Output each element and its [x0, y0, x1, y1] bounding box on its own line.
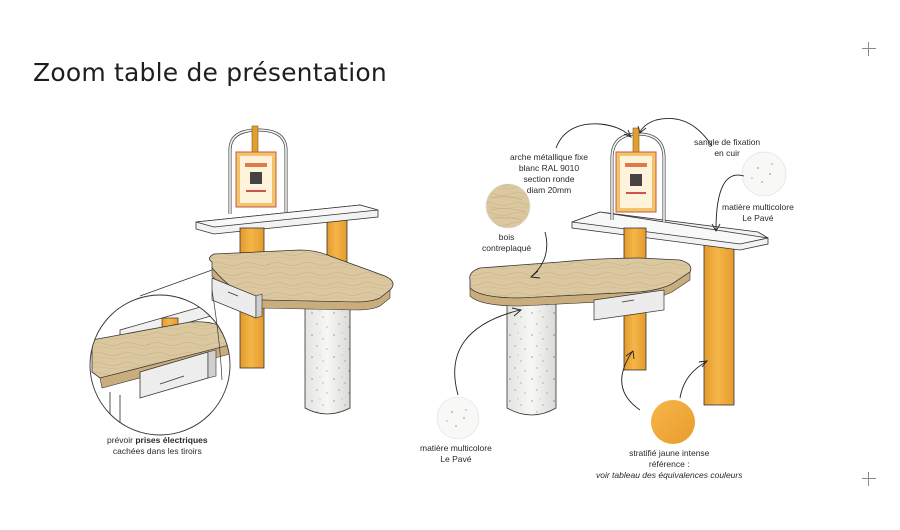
label-prises-bold: prises électriques	[135, 435, 208, 445]
swatch-terrazzo-left	[436, 396, 480, 440]
page-title: Zoom table de présentation	[33, 58, 387, 87]
corner-plus-icon-bottom	[862, 472, 876, 486]
label-matiere-left: matière multicolore Le Pavé	[420, 443, 492, 464]
right-table	[469, 127, 769, 416]
swatch-plywood	[485, 183, 531, 229]
left-table	[195, 125, 394, 415]
label-stratifie: stratifié jaune intense référence : voir…	[596, 448, 743, 480]
zoom-detail	[89, 269, 231, 436]
label-matiere-right: matière multicolore Le Pavé	[722, 202, 794, 223]
label-prises: prévoir prises électriques cachées dans …	[107, 435, 208, 456]
annotation-arrows	[454, 118, 745, 411]
corner-plus-icon-top	[862, 42, 876, 56]
label-bois: bois contreplaqué	[482, 232, 532, 253]
label-stratifie-ref: voir tableau des équivalences couleurs	[596, 470, 743, 480]
label-sangle: sangle de fixation en cuir	[694, 137, 761, 158]
label-arche: arche métallique fixe blanc RAL 9010 sec…	[510, 152, 588, 195]
swatch-orange	[651, 400, 695, 444]
swatch-terrazzo-right	[741, 151, 787, 197]
